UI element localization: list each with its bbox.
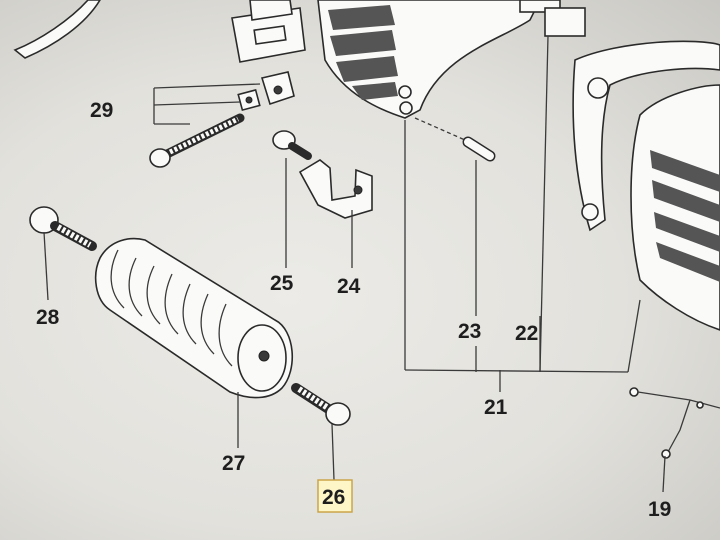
callout-19: 19 [648,498,671,521]
screw-26-part [291,383,351,426]
callout-29-leaders [153,83,261,125]
callout-29: 29 [90,99,113,122]
top-bracket-part [231,0,306,63]
callout-26-highlight-box [317,479,353,513]
callout-23: 23 [458,320,481,343]
pin-axis-line [414,117,466,141]
callout-26: 26 [322,486,345,509]
small-screw-part [272,130,312,160]
callout-28: 28 [36,306,60,329]
callout-22: 22 [515,322,538,345]
pin-part [462,136,496,162]
callout-25: 25 [270,272,294,295]
leader-lines [43,35,666,493]
callout-27: 27 [222,452,245,475]
top-left-curve-part [13,0,101,59]
side-cover-part [630,84,720,331]
spring-part [94,237,294,399]
clip-assembly-part [237,71,295,112]
gasket-part [572,40,720,232]
callout-21: 21 [484,396,508,419]
callout-24: 24 [337,275,361,298]
long-screw-part [149,113,245,168]
housing-top-part [317,0,586,119]
wire-part [629,387,720,459]
screw-28-part [29,206,97,251]
bracket-part [298,159,373,219]
